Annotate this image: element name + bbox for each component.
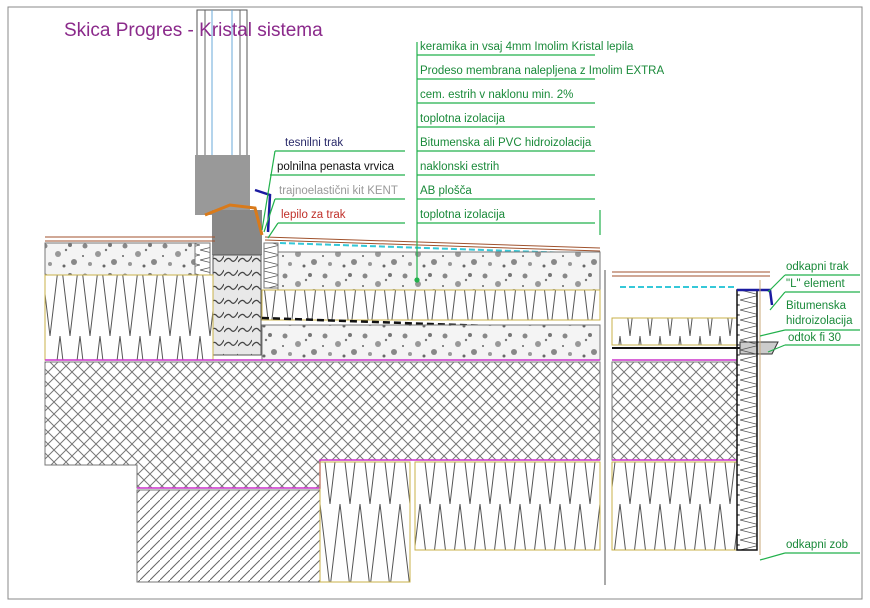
drawing-title: Skica Progres - Kristal sistema <box>64 20 323 41</box>
layer-label: Prodeso membrana nalepljena z Imolim EXT… <box>420 65 665 77</box>
layer-label: naklonski estrih <box>420 161 500 173</box>
edge-label-l-element: "L" element <box>786 278 845 290</box>
layer-label: AB plošča <box>420 185 472 197</box>
sheet-border <box>7 6 863 600</box>
edge-label-hidroizolacija: hidroizolacija <box>786 315 853 327</box>
door-label-kit: trajnoelastični kit KENT <box>279 185 398 197</box>
edge-label-odtok: odtok fi 30 <box>788 332 842 344</box>
leader-lines <box>261 42 860 561</box>
edge-label-bitumenska: Bitumenska <box>786 300 847 312</box>
layer-label: keramika in vsaj 4mm Imolim Kristal lepi… <box>420 41 634 53</box>
layer-label: toplotna izolacija <box>420 113 506 125</box>
edge-label-odkapni-trak: odkapni trak <box>786 261 849 273</box>
door-label-tesnilni: tesnilni trak <box>285 137 344 149</box>
layer-label: cem. estrih v naklonu min. 2% <box>420 89 574 101</box>
door-frame <box>195 9 272 255</box>
layer-label: Bitumenska ali PVC hidroizolacija <box>420 137 592 149</box>
edge-label-odkapni-zob: odkapni zob <box>786 539 849 551</box>
door-label-polnilna: polnilna penasta vrvica <box>277 161 394 173</box>
layer-label: toplotna izolacija <box>420 209 506 221</box>
facade-insulation <box>736 289 758 551</box>
wood-threshold <box>212 254 262 356</box>
door-label-lepilo: lepilo za trak <box>281 209 346 221</box>
